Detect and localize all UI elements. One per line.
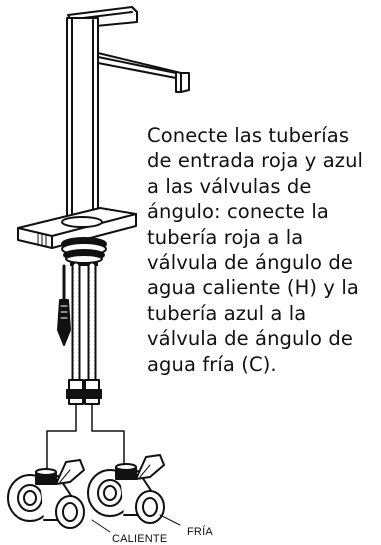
instruction-line: tubería roja a la xyxy=(147,225,304,249)
instruction-line: ángulo: conecte la xyxy=(147,200,329,224)
inlet-hoses xyxy=(71,261,97,385)
cold-label: FRÍA xyxy=(187,525,213,538)
countertop xyxy=(17,207,137,249)
mounting-nut xyxy=(61,237,107,266)
connector-lines xyxy=(46,403,125,477)
hot-label: CALIENTE xyxy=(112,533,167,545)
instruction-line: Conecte las tuberías xyxy=(147,124,350,147)
hot-angle-valve xyxy=(7,459,85,529)
instruction-line: agua fría (C). xyxy=(147,352,277,376)
instruction-line: válvula de ángulo de xyxy=(147,251,353,275)
instruction-line: a las válvulas de xyxy=(147,174,312,198)
label-leaders xyxy=(91,514,181,533)
faucet-spout xyxy=(97,52,190,93)
hose-fittings xyxy=(66,379,102,405)
instruction-text: Conecte las tuberías de entrada roja y a… xyxy=(147,123,379,377)
cold-angle-valve xyxy=(87,454,165,524)
instruction-line: válvula de ángulo de xyxy=(147,327,353,351)
instruction-line: tubería azul a la xyxy=(147,301,307,325)
faucet-body xyxy=(66,17,99,219)
instruction-line: agua caliente (H) y la xyxy=(147,276,359,300)
threaded-rod xyxy=(57,264,71,346)
instruction-line: de entrada roja y azul xyxy=(147,149,364,173)
